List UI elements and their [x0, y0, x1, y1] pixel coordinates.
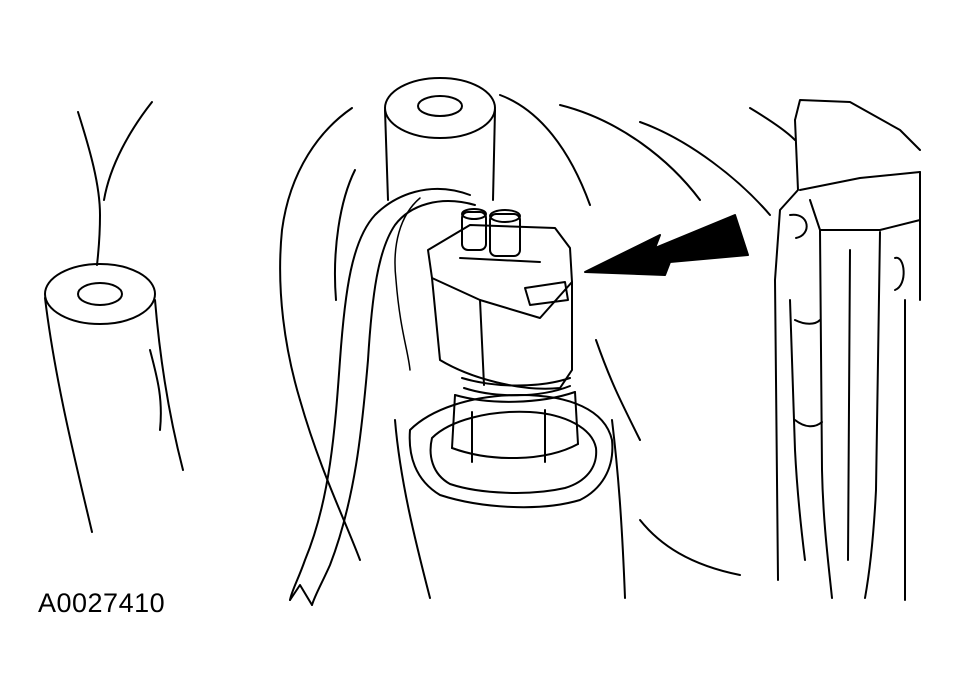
- bracket-vertical-b: [865, 232, 880, 598]
- left-wire-line-a: [78, 112, 100, 265]
- housing-bottom-center: [395, 420, 430, 598]
- bracket-upper-box: [810, 200, 920, 230]
- housing-mid-line: [596, 340, 640, 440]
- bracket-inner-line: [848, 250, 850, 560]
- center-boot-left: [385, 110, 388, 200]
- hex-nut-top: [455, 392, 575, 402]
- hex-nut-bottom: [452, 444, 578, 458]
- housing-left-inner: [335, 170, 355, 300]
- bracket-vertical-a: [820, 230, 832, 598]
- center-boot-top-ellipse: [385, 78, 495, 138]
- center-boot-inner-ellipse: [418, 96, 462, 116]
- bracket-right-edge: [905, 172, 920, 600]
- left-wire-line-b: [104, 102, 152, 200]
- sensor-threads: [462, 378, 570, 395]
- center-plug-boot: [385, 78, 495, 200]
- connector-lock-tab: [525, 282, 568, 305]
- housing-right-curve: [560, 105, 700, 200]
- connector-pin-left: [462, 212, 486, 250]
- pointer-arrow: [585, 215, 748, 275]
- connector-pin-left-top: [462, 209, 486, 219]
- engine-housing: [280, 95, 795, 598]
- sensor-connector: [428, 209, 572, 389]
- housing-top-line: [750, 108, 795, 140]
- bracket-bolt-left: [790, 215, 807, 238]
- bracket-left-face: [775, 120, 798, 580]
- housing-bottom-left: [300, 400, 360, 560]
- connector-body: [432, 278, 572, 389]
- harness-wire-end: [290, 585, 312, 605]
- connector-pin-right: [490, 214, 520, 256]
- hex-nut-right: [575, 392, 578, 444]
- housing-lower-right: [640, 520, 740, 575]
- left-boot-right-side: [155, 300, 183, 470]
- housing-right-curve-b: [640, 122, 770, 215]
- bracket-slot: [795, 320, 822, 426]
- hex-nut-left: [452, 395, 455, 448]
- hex-seat-outer: [410, 395, 613, 507]
- bracket-bolt-right: [895, 258, 904, 290]
- right-bracket: [775, 100, 920, 600]
- bracket-vertical-c: [790, 300, 805, 560]
- connector-front-edge: [480, 300, 484, 385]
- bracket-top: [795, 100, 920, 150]
- left-boot-top-ellipse: [45, 264, 155, 324]
- connector-top: [428, 225, 572, 318]
- housing-outer-left: [280, 108, 352, 400]
- hex-seat-inner: [431, 412, 597, 493]
- left-boot-shading: [150, 350, 161, 430]
- hex-nut-front: [472, 410, 545, 462]
- bracket-front: [800, 172, 920, 190]
- housing-bottom-right: [612, 420, 625, 598]
- harness-sheath-fill: [395, 198, 420, 370]
- sensor-base: [410, 378, 613, 507]
- connector-detail: [460, 258, 540, 262]
- left-boot-inner-ellipse: [78, 283, 122, 305]
- figure-id-label: A0027410: [38, 588, 166, 618]
- wire-harness: [290, 189, 475, 605]
- housing-top-curve: [500, 95, 590, 205]
- left-plug-boot: [45, 102, 183, 532]
- connector-pin-right-top: [490, 210, 520, 222]
- left-boot-left-side: [45, 298, 92, 532]
- center-boot-right: [493, 110, 495, 200]
- harness-sheath-outer: [290, 189, 470, 600]
